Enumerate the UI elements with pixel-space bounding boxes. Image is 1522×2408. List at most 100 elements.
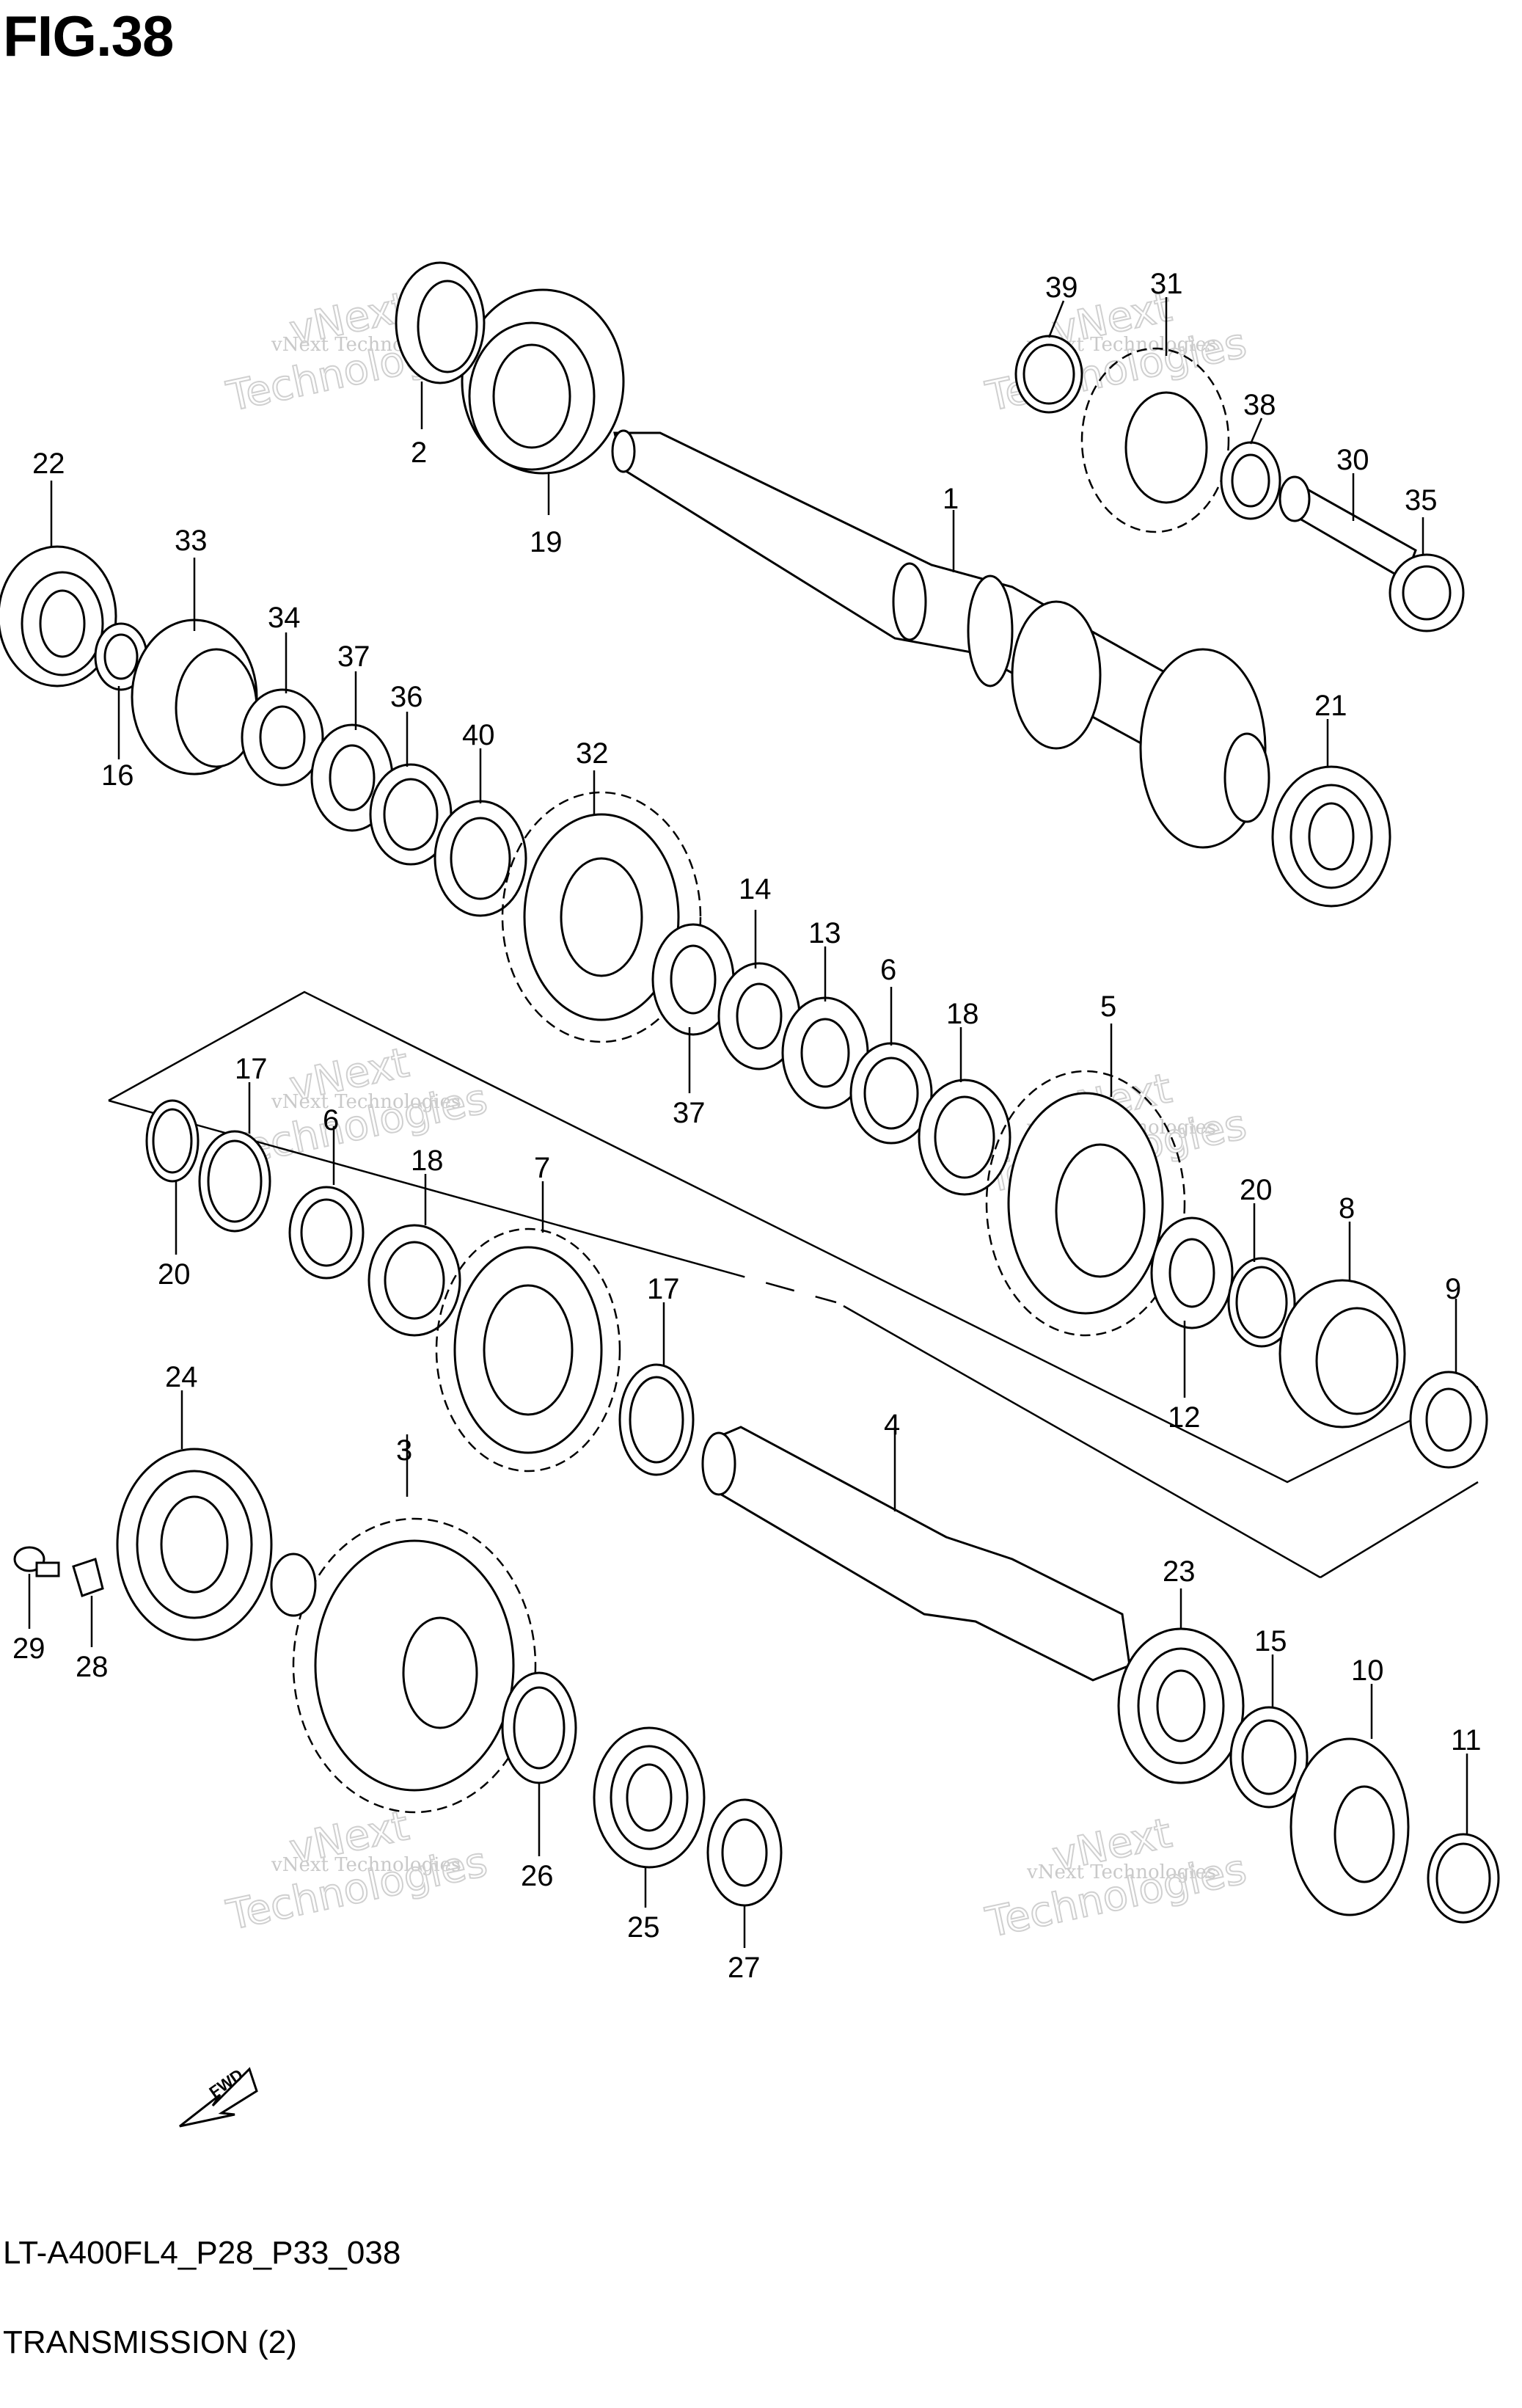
callout-37: 37 (337, 641, 370, 673)
callout-26: 26 (521, 1860, 554, 1892)
bearing-part-21 (1271, 765, 1391, 908)
callout-28: 28 (76, 1651, 109, 1683)
bearing-part-25 (593, 1726, 706, 1869)
gear-part-31 (1080, 347, 1230, 533)
needle-bearing-part-18 (918, 1079, 1011, 1196)
callout-5: 5 (1100, 990, 1116, 1023)
shift-sleeve-part-8 (1278, 1279, 1406, 1429)
gear-part-7 (435, 1227, 621, 1473)
washer-part-12 (1150, 1216, 1234, 1329)
callout-20: 20 (1240, 1174, 1273, 1206)
callout-12: 12 (1168, 1401, 1201, 1434)
callout-2: 2 (411, 437, 427, 469)
needle-bearing-part-40 (433, 800, 527, 917)
callout-30: 30 (1336, 444, 1369, 476)
gear-part-32 (501, 791, 702, 1043)
callout-35: 35 (1405, 484, 1438, 517)
bearing-part-24 (116, 1448, 273, 1641)
bearing-part-19 (461, 288, 625, 475)
circlip-part-11 (1427, 1833, 1500, 1924)
callout-29: 29 (12, 1632, 45, 1665)
callout-23: 23 (1163, 1555, 1196, 1588)
watermark-text: vNext Technologies (1026, 1861, 1216, 1883)
washer-part-37 (651, 923, 735, 1036)
bearing-part-34 (241, 688, 324, 787)
callout-19: 19 (530, 526, 563, 558)
spacer-part-30 (1278, 475, 1417, 582)
subassembly-outline (843, 1305, 1321, 1579)
washer-part-15 (1229, 1706, 1309, 1809)
callout-37: 37 (673, 1097, 706, 1129)
bushing-part-36 (369, 763, 453, 866)
callout-6: 6 (323, 1104, 339, 1136)
callout-10: 10 (1351, 1654, 1384, 1687)
washer-part-26 (501, 1671, 577, 1784)
bearing-part-23 (1117, 1627, 1245, 1784)
callout-15: 15 (1254, 1625, 1287, 1657)
callout-36: 36 (390, 681, 423, 713)
callout-38: 38 (1243, 389, 1276, 421)
callout-24: 24 (165, 1361, 198, 1393)
hub-part-9 (1409, 1371, 1488, 1469)
callout-22: 22 (32, 448, 65, 480)
subassembly-outline (108, 990, 1479, 1484)
callout-4: 4 (884, 1409, 900, 1441)
callout-14: 14 (739, 873, 772, 905)
callout-34: 34 (268, 602, 301, 634)
callout-18: 18 (411, 1145, 444, 1177)
bushing-part-6 (288, 1186, 365, 1280)
washer-part-16 (94, 622, 148, 691)
oil-seal-part-27 (706, 1798, 783, 1907)
callout-39: 39 (1045, 271, 1078, 304)
final-gear-part-3 (270, 1517, 537, 1814)
callout-8: 8 (1339, 1192, 1355, 1225)
callout-21: 21 (1314, 690, 1347, 722)
figure-title: FIG.38 (3, 4, 174, 68)
callout-13: 13 (808, 917, 841, 949)
circlip-part-20 (1227, 1257, 1296, 1348)
callout-1: 1 (943, 483, 959, 515)
callout-40: 40 (462, 719, 495, 751)
countershaft-gear-teeth (1011, 600, 1270, 849)
callout-17: 17 (647, 1273, 680, 1305)
fwd-direction-arrow: FWD (179, 2065, 258, 2128)
watermark-text: vNext Technologies (271, 1091, 461, 1113)
gear-part-5 (985, 1070, 1186, 1337)
callout-31: 31 (1150, 268, 1183, 300)
countershaft-part-1 (611, 429, 1270, 849)
callout-33: 33 (175, 525, 208, 557)
callout-3: 3 (396, 1434, 412, 1467)
subassembly-outline (1320, 1481, 1479, 1579)
gear-part-33 (131, 619, 258, 776)
callout-32: 32 (576, 737, 609, 770)
callout-18: 18 (946, 998, 979, 1030)
callout-20: 20 (158, 1258, 191, 1291)
circlip-part-39 (1014, 335, 1083, 414)
driveshaft-part-4 (701, 1426, 1131, 1682)
plate-part-28 (72, 1558, 104, 1597)
callout-27: 27 (728, 1952, 761, 1984)
needle-bearing-part-18 (367, 1224, 461, 1337)
callout-6: 6 (880, 954, 896, 986)
callout-9: 9 (1445, 1273, 1461, 1305)
callout-7: 7 (534, 1152, 550, 1184)
circlip-part-20 (145, 1099, 200, 1183)
watermark-text: vNext Technologies (271, 1854, 461, 1876)
leader-lines (28, 297, 1468, 1948)
drawing-code: LT-A400FL4_P28_P33_038 (3, 2235, 401, 2271)
bearing-part-22 (0, 545, 117, 687)
oil-seal-part-2 (395, 261, 486, 384)
washer-part-35 (1389, 553, 1465, 632)
callout-17: 17 (235, 1053, 268, 1085)
figure-name: TRANSMISSION (2) (3, 2324, 297, 2360)
washer-part-17 (198, 1130, 271, 1233)
callout-labels: 1 2 3 4 5 6 6 7 8 9 10 11 12 13 14 15 16… (12, 268, 1482, 1984)
callout-11: 11 (1451, 1724, 1482, 1756)
needle-bearing-part-38 (1220, 441, 1281, 520)
sleeve-part-10 (1289, 1737, 1410, 1916)
callout-16: 16 (101, 759, 134, 792)
washer-part-17 (618, 1363, 695, 1476)
callout-25: 25 (627, 1911, 660, 1944)
